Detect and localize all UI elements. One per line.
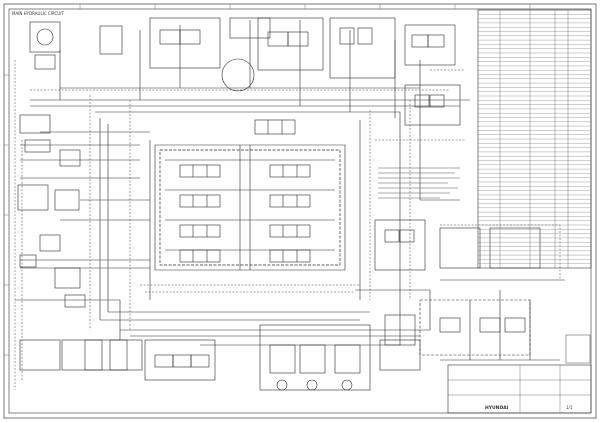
title-block: HYUNDAI 1/1 (447, 364, 592, 414)
outer-frame (3, 3, 597, 419)
right-components (374, 84, 541, 356)
revision-box (565, 334, 591, 364)
main-control-valve (159, 119, 341, 266)
parts-table (477, 9, 592, 269)
notes-block (378, 167, 460, 199)
left-components (17, 114, 143, 371)
page-number: 1/1 (566, 405, 573, 410)
bottom-components (144, 324, 421, 391)
grid-ticks (4, 4, 531, 356)
company-logo-text: HYUNDAI (485, 405, 509, 411)
top-components (29, 17, 456, 92)
top-left-note: MAIN HYDRAULIC CIRCUIT (12, 11, 64, 16)
pipe-network (15, 20, 565, 361)
